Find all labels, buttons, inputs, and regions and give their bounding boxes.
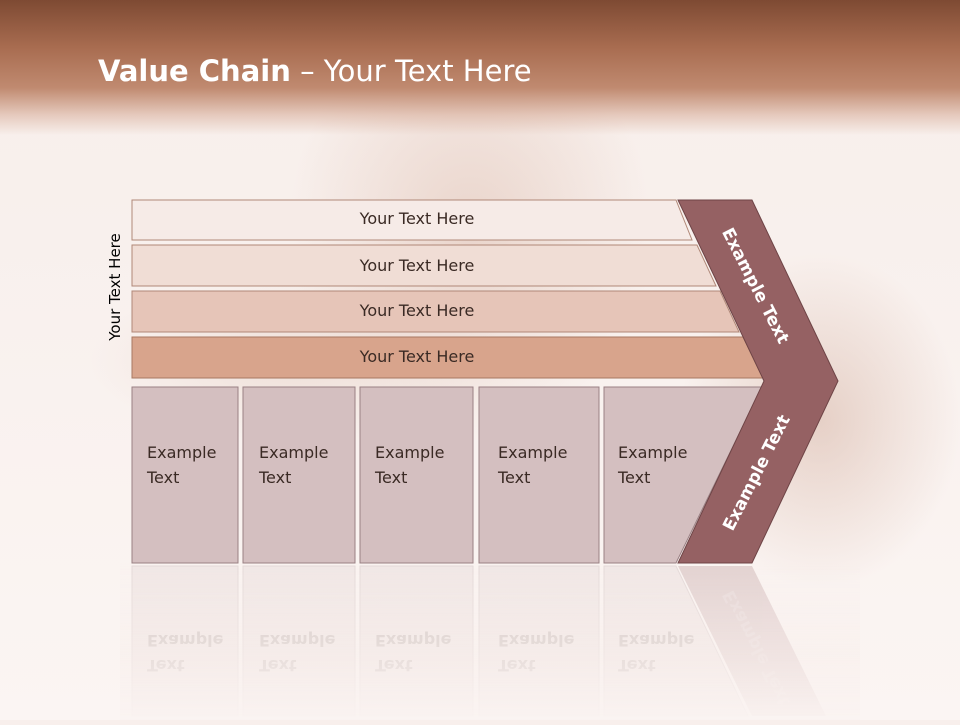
- box-1-line2: Text: [147, 468, 180, 487]
- box-2-line1: Example: [259, 443, 329, 462]
- slide-title-bold: Value Chain: [98, 54, 291, 88]
- box-5-line2: Text: [618, 468, 651, 487]
- bar-2-label: Your Text Here: [359, 256, 475, 275]
- slide-title: Value Chain – Your Text Here: [98, 54, 532, 88]
- box-2-line2: Text: [259, 468, 292, 487]
- box-1-line1: Example: [147, 443, 217, 462]
- box-4[interactable]: [478, 386, 600, 564]
- bar-3-label: Your Text Here: [359, 301, 475, 320]
- bar-1-label: Your Text Here: [359, 209, 475, 228]
- box-4-line2: Text: [498, 468, 531, 487]
- title-band: [0, 0, 960, 135]
- box-3[interactable]: [359, 386, 474, 564]
- reflection-fade: [120, 562, 860, 720]
- bar-4-label: Your Text Here: [359, 347, 475, 366]
- box-3-line2: Text: [375, 468, 408, 487]
- bar-1[interactable]: [131, 199, 693, 241]
- bar-3[interactable]: [131, 290, 740, 333]
- box-5-line1: Example: [618, 443, 688, 462]
- box-2[interactable]: [242, 386, 356, 564]
- bar-2[interactable]: [131, 244, 717, 287]
- slide-title-rest: – Your Text Here: [290, 54, 532, 88]
- box-3-line1: Example: [375, 443, 445, 462]
- box-4-line1: Example: [498, 443, 568, 462]
- box-1[interactable]: [131, 386, 239, 564]
